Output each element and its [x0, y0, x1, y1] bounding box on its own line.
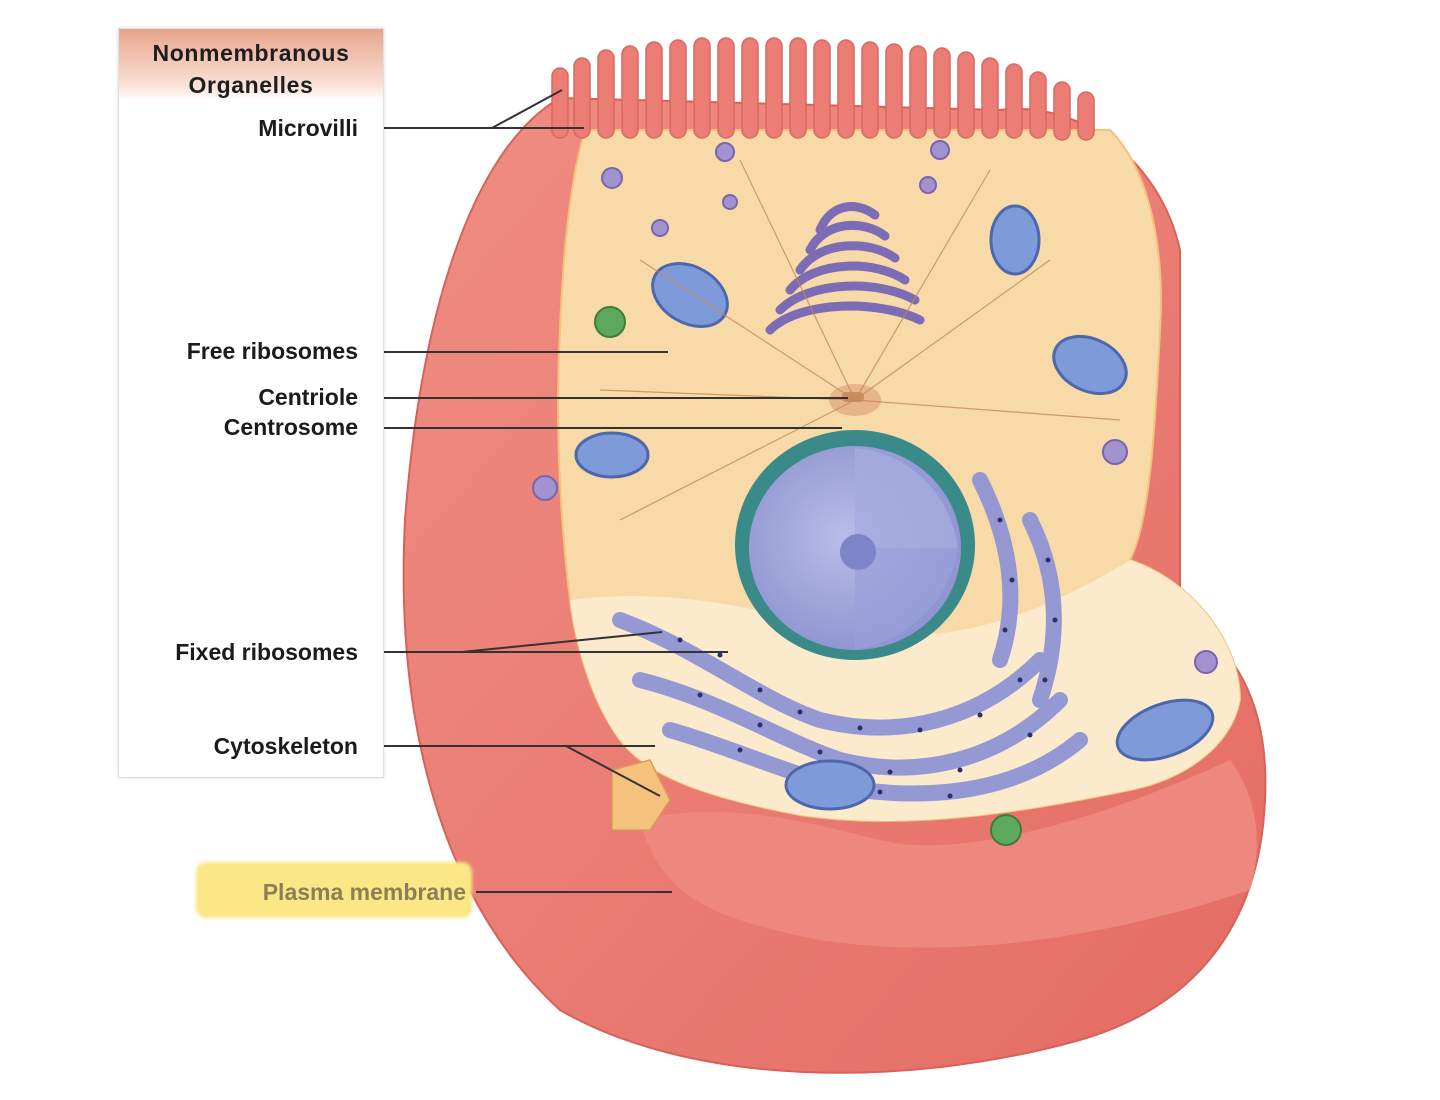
nonmembranous-organelles-panel: Nonmembranous Organelles	[118, 28, 384, 778]
label-cytoskeleton: Cytoskeleton	[213, 733, 358, 759]
highlighter-mark	[196, 862, 472, 918]
panel-title-line2: Organelles	[188, 72, 314, 98]
fixed-ribosomes-dots	[677, 517, 1058, 799]
nucleus-cut-lower	[855, 548, 958, 650]
label-centriole: Centriole	[258, 384, 358, 410]
peroxisomes	[594, 306, 1022, 846]
nucleolus	[840, 534, 876, 570]
nucleus-cut	[855, 448, 958, 548]
vesicles	[532, 140, 1218, 674]
label-microvilli: Microvilli	[258, 115, 358, 141]
label-plasma-membrane: Plasma membrane	[262, 879, 466, 905]
label-fixed-ribosomes: Fixed ribosomes	[175, 639, 358, 665]
panel-title: Nonmembranous Organelles	[119, 29, 383, 101]
membrane-cut-face	[640, 760, 1257, 948]
cytoskeleton-filaments	[599, 159, 1121, 521]
microvilli-group	[551, 37, 1095, 141]
golgi-apparatus	[765, 202, 925, 335]
label-centrosome: Centrosome	[223, 414, 358, 440]
label-free-ribosomes: Free ribosomes	[186, 338, 358, 364]
panel-title-line1: Nonmembranous	[152, 40, 350, 66]
leader-lines	[368, 89, 848, 893]
